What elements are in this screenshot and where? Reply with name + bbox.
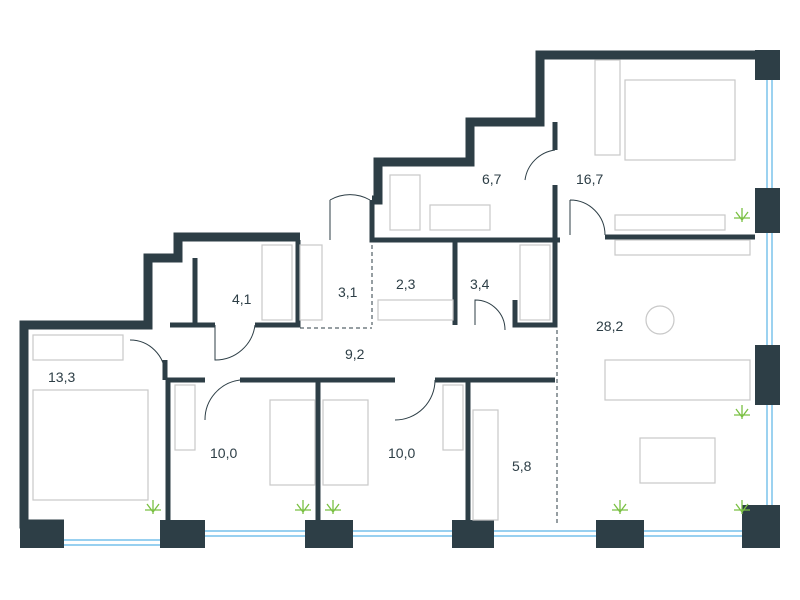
outer-wall-top (372, 50, 775, 205)
room-area-bathroom-2: 3,4 (470, 276, 490, 292)
doors (129, 149, 606, 421)
room-area-bedroom-2: 10,0 (210, 445, 237, 461)
room-area-bedroom-left: 13,3 (48, 369, 75, 385)
room-area-bathroom-master: 6,7 (482, 171, 502, 187)
wall-piers (20, 50, 780, 548)
room-area-corridor: 9,2 (345, 346, 365, 362)
room-area-kitchen: 5,8 (512, 458, 532, 474)
room-area-wardrobe: 2,3 (396, 276, 416, 292)
sofa (604, 359, 751, 401)
furniture (32, 59, 751, 521)
room-area-bedroom-3: 10,0 (388, 445, 415, 461)
bed-master (624, 79, 736, 161)
room-area-living-room: 28,2 (596, 318, 623, 334)
zone-dividers (300, 245, 558, 525)
dining-table (639, 437, 716, 484)
outer-wall (19, 232, 300, 529)
room-area-bathroom-1: 4,1 (232, 291, 252, 307)
wardrobe-master (594, 59, 621, 156)
plant-icons (145, 208, 750, 514)
inner-walls (162, 122, 755, 525)
room-area-bedroom-master: 16,7 (576, 171, 603, 187)
bed-left (32, 389, 149, 501)
room-area-hall-entry: 3,1 (338, 284, 358, 300)
room-labels: 6,7 16,7 4,1 3,1 2,3 3,4 28,2 13,3 9,2 1… (48, 171, 623, 474)
